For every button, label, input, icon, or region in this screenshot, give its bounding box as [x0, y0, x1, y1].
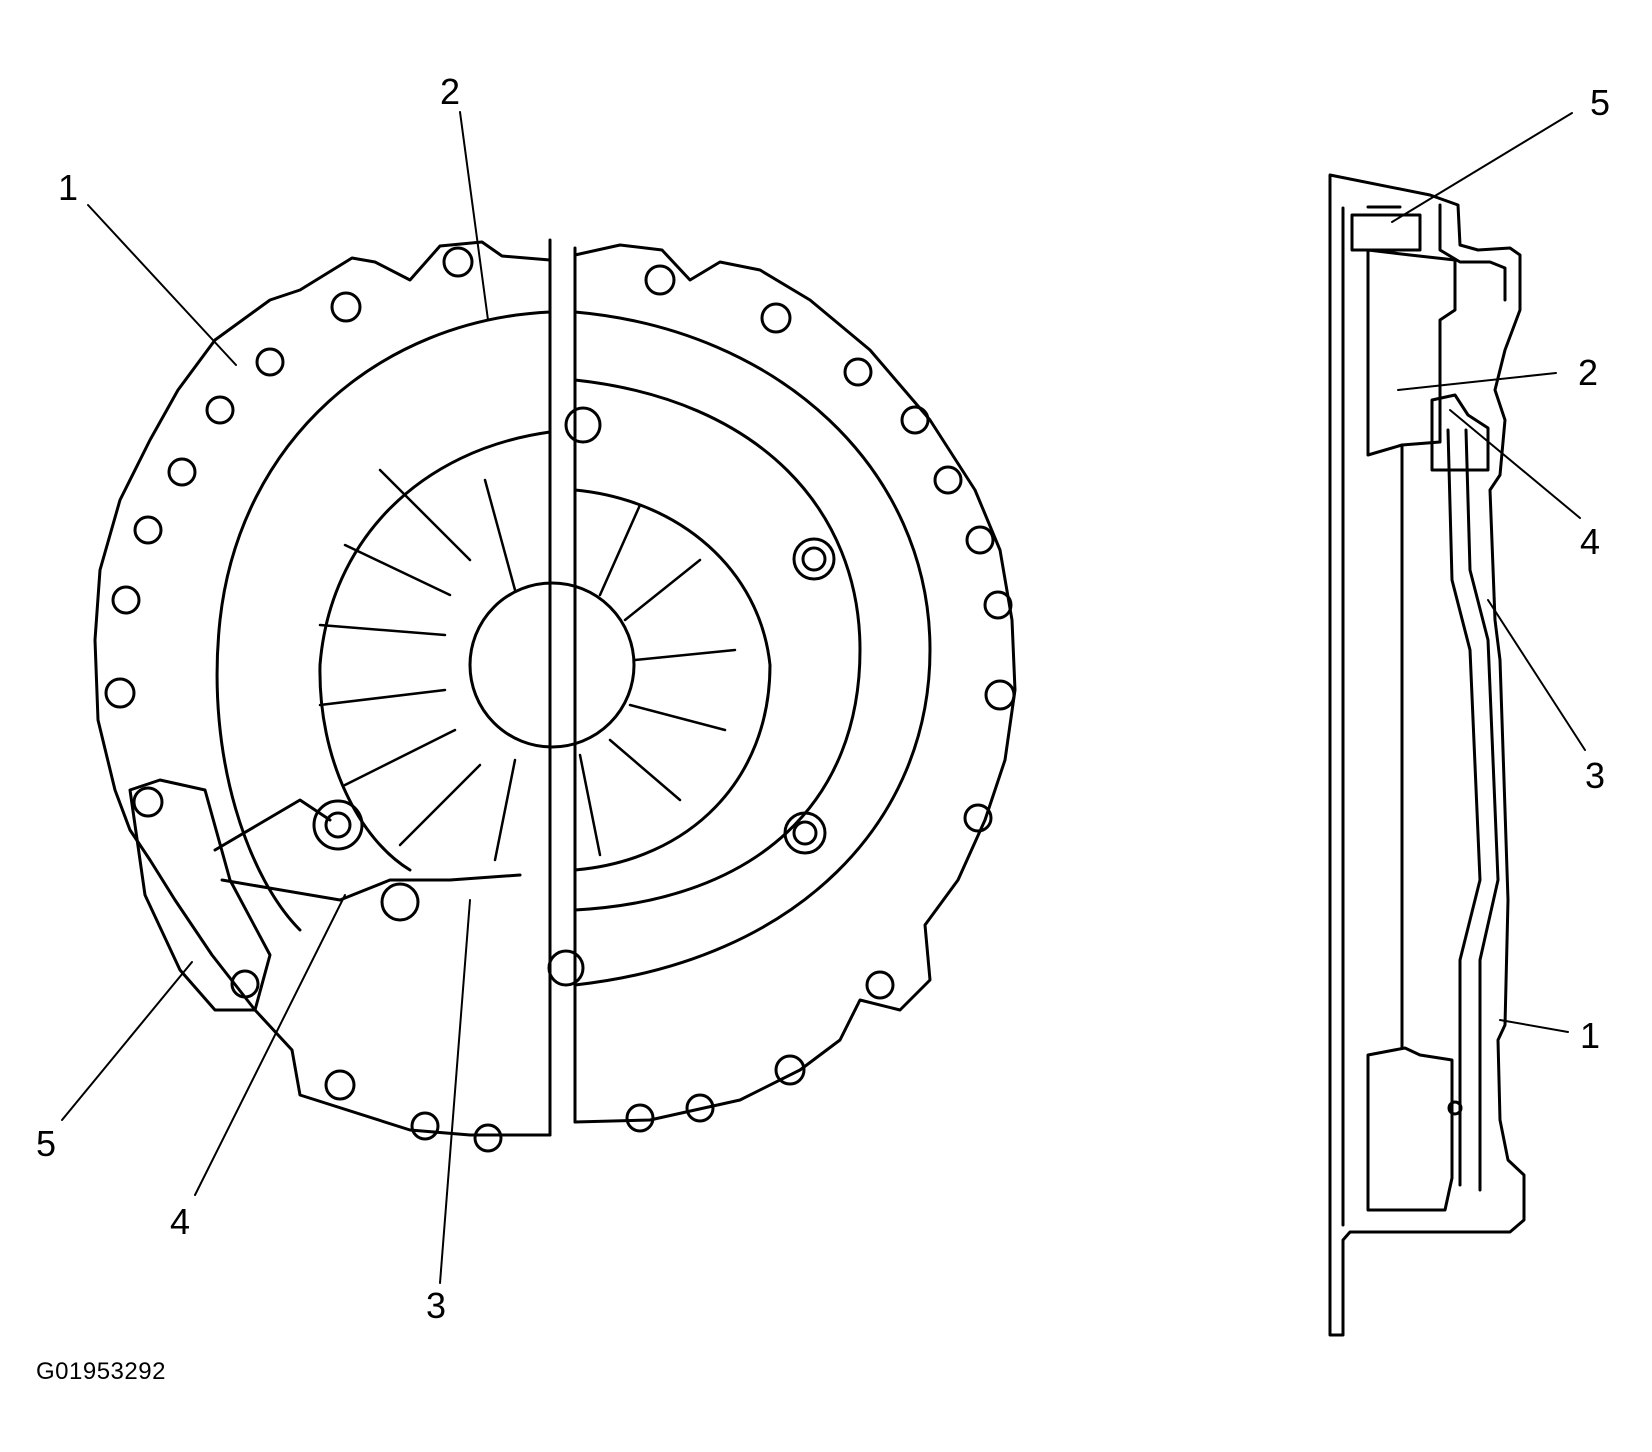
rivets [312, 406, 836, 987]
cover-flange-right [573, 243, 1017, 1124]
callout-2: 2 [1578, 352, 1598, 393]
bolt-hole [104, 677, 136, 709]
bolt-hole [843, 357, 873, 387]
side-view-callouts: 5 2 4 3 1 [1578, 82, 1610, 1056]
side-view [1328, 112, 1586, 1337]
bolt-hole [983, 590, 1013, 620]
callout-5: 5 [36, 1123, 56, 1164]
leader-line [459, 111, 489, 321]
strap-bracket [128, 778, 272, 1012]
front-view-callouts: 1 2 3 4 5 [36, 71, 460, 1326]
bolt-hole [965, 525, 995, 555]
bolt-hole [865, 970, 895, 1000]
leader-line [439, 899, 471, 1284]
callout-3: 3 [426, 1285, 446, 1326]
callout-4: 4 [170, 1201, 190, 1242]
diaphragm-outer-right [573, 488, 772, 872]
diaphragm-center-hole [468, 581, 636, 749]
diaphragm-fingers [318, 468, 737, 862]
pressure-plate-ring-right [573, 310, 932, 987]
retaining-pin [1447, 1100, 1463, 1116]
callout-5: 5 [1590, 82, 1610, 123]
diaphragm-outer-left [318, 430, 552, 872]
bolt-hole [963, 803, 993, 833]
leader-line [1449, 409, 1581, 519]
leader-line [87, 204, 237, 366]
rivet [312, 799, 364, 851]
bolt-hole [132, 786, 164, 818]
diaphragm-spring-profile-inner [1464, 428, 1500, 1192]
callout-4: 4 [1580, 521, 1600, 562]
cover-inner [1341, 203, 1507, 1227]
rivet [801, 546, 827, 572]
cutaway-edge [548, 238, 577, 1137]
rivet [324, 811, 352, 839]
bolt-hole [984, 679, 1016, 711]
bolt-holes [104, 246, 1016, 1153]
bolt-hole [774, 1054, 806, 1086]
rivet-head [1350, 205, 1422, 252]
leader-line [61, 961, 193, 1121]
leader-line [1487, 599, 1586, 751]
bolt-hole [760, 302, 792, 334]
drive-strap [213, 798, 522, 902]
bolt-hole [900, 405, 930, 435]
bolt-hole [255, 347, 285, 377]
front-view [61, 111, 1017, 1284]
bolt-hole [330, 291, 362, 323]
rivet [783, 811, 827, 855]
callout-3: 3 [1585, 755, 1605, 796]
side-leader-lines [1391, 112, 1586, 1033]
leader-line [194, 894, 346, 1196]
bolt-hole [111, 585, 141, 615]
bolt-hole [205, 395, 235, 425]
bolt-hole [685, 1093, 715, 1123]
bolt-hole [442, 246, 474, 278]
leader-lines [61, 111, 489, 1284]
bolt-hole [410, 1111, 440, 1141]
callout-1: 1 [1580, 1015, 1600, 1056]
bolt-hole [625, 1103, 655, 1133]
figure-id: G01953292 [36, 1358, 166, 1385]
rivet [792, 537, 836, 581]
rivet [547, 949, 585, 987]
bolt-hole [230, 969, 260, 999]
callout-1: 1 [58, 167, 78, 208]
bolt-hole [644, 264, 676, 296]
cover-profile [1328, 173, 1526, 1337]
pivot-ring [1430, 393, 1490, 472]
pressure-plate-inner-right [573, 378, 862, 912]
bolt-hole [324, 1069, 356, 1101]
callout-2: 2 [440, 71, 460, 112]
rivet [380, 882, 420, 922]
leader-line [1397, 372, 1557, 391]
pressure-plate-ring-left [215, 310, 552, 932]
leader-line [1499, 1019, 1569, 1033]
cover-flange-left [93, 240, 552, 1137]
leader-line [1391, 112, 1573, 223]
diaphragm-spring-profile [1446, 428, 1482, 1187]
bolt-hole [167, 457, 197, 487]
bolt-hole [473, 1123, 503, 1153]
pressure-plate-body [1366, 248, 1457, 1212]
bolt-hole [933, 465, 963, 495]
rivet [792, 820, 818, 846]
bolt-hole [133, 515, 163, 545]
rivet [564, 406, 602, 444]
